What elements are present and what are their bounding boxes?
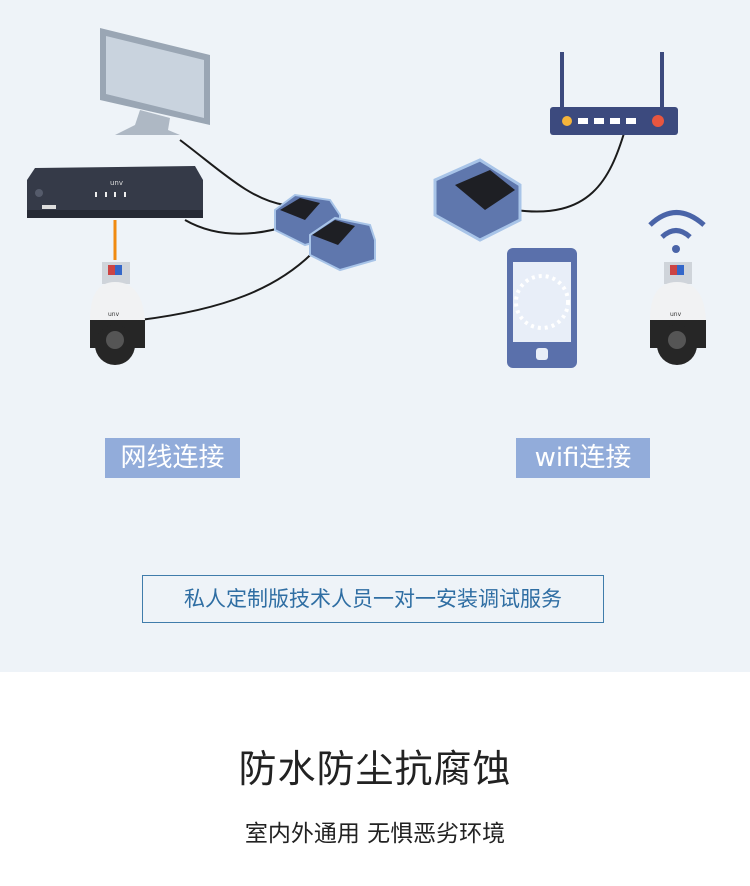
monitor-icon — [100, 28, 210, 135]
wifi-connection-label: wifi连接 — [516, 438, 650, 478]
feature-subtitle: 室内外通用 无惧恶劣环境 — [244, 821, 506, 847]
network-illustration: unv unv — [27, 28, 706, 368]
network-bridge-icon — [274, 158, 522, 272]
ptz-camera-icon: unv — [90, 262, 145, 365]
smartphone-icon — [507, 248, 577, 368]
nvr-logo: unv — [110, 179, 123, 187]
ptz-camera-wifi-icon: unv — [650, 262, 706, 365]
router-icon — [550, 52, 678, 135]
feature-title: 防水防尘抗腐蚀 — [238, 747, 512, 791]
cables — [139, 129, 626, 321]
camera-logo: unv — [108, 311, 120, 318]
wifi-icon — [648, 210, 706, 239]
installation-service-banner: 私人定制版技术人员一对一安装调试服务 — [142, 575, 604, 623]
camera-logo: unv — [670, 311, 682, 318]
wired-connection-label: 网线连接 — [105, 438, 240, 478]
nvr-recorder-icon: unv — [27, 166, 203, 218]
